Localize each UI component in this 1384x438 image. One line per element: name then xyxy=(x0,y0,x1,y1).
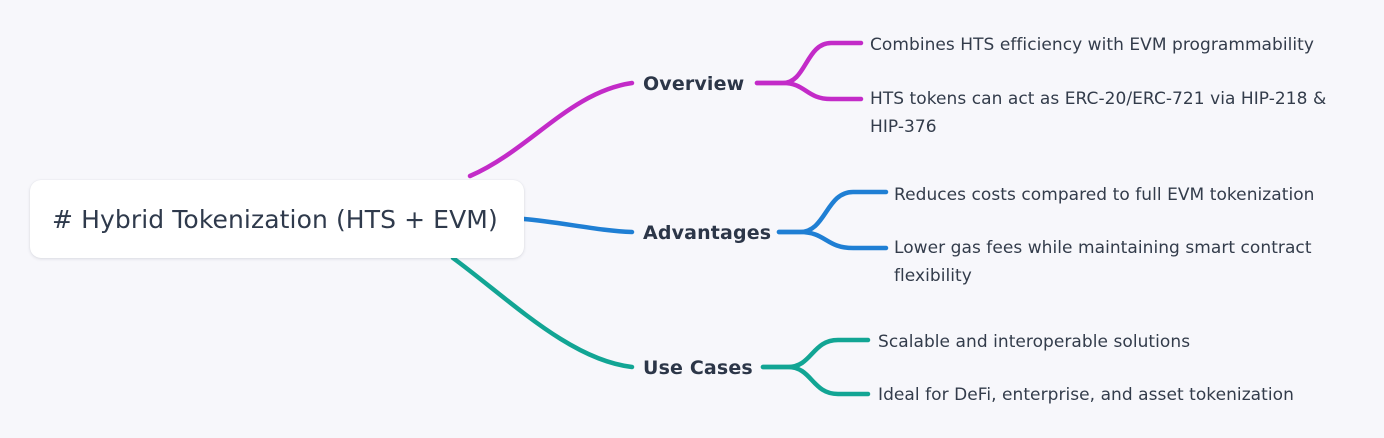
root-node[interactable]: # Hybrid Tokenization (HTS + EVM) xyxy=(30,180,524,258)
connector-advantages-to-leaf-1 xyxy=(776,189,889,235)
leaf-node-overview-2[interactable]: HTS tokens can act as ERC-20/ERC-721 via… xyxy=(870,89,1327,137)
connector-root-to-usecases xyxy=(450,255,635,370)
connector-overview-to-leaf-1 xyxy=(754,40,864,86)
connector-overview-to-leaf-2 xyxy=(754,80,864,102)
leaf-node-use-cases-1[interactable]: Scalable and interoperable solutions xyxy=(878,332,1191,352)
leaf-node-overview-1[interactable]: Combines HTS efficiency with EVM program… xyxy=(870,35,1315,55)
branch-label-use-cases[interactable]: Use Cases xyxy=(643,357,753,379)
connector-group-overview xyxy=(467,40,864,179)
branch-label-advantages[interactable]: Advantages xyxy=(643,222,772,244)
branch-label-overview[interactable]: Overview xyxy=(643,73,745,95)
connector-usecases-to-leaf-2 xyxy=(760,364,871,397)
leaf-node-advantages-2[interactable]: Lower gas fees while maintaining smart c… xyxy=(894,238,1312,286)
leaf-node-advantages-1[interactable]: Reduces costs compared to full EVM token… xyxy=(894,185,1315,205)
connector-group-advantages xyxy=(521,189,889,251)
connector-usecases-to-leaf-1 xyxy=(760,337,871,370)
connector-advantages-to-leaf-2 xyxy=(776,229,889,251)
leaf-node-use-cases-2[interactable]: Ideal for DeFi, enterprise, and asset to… xyxy=(878,385,1294,405)
connector-root-to-advantages xyxy=(521,216,635,235)
connector-root-to-overview xyxy=(467,80,635,179)
root-node-label: # Hybrid Tokenization (HTS + EVM) xyxy=(52,204,498,234)
connector-group-usecases xyxy=(450,255,871,397)
